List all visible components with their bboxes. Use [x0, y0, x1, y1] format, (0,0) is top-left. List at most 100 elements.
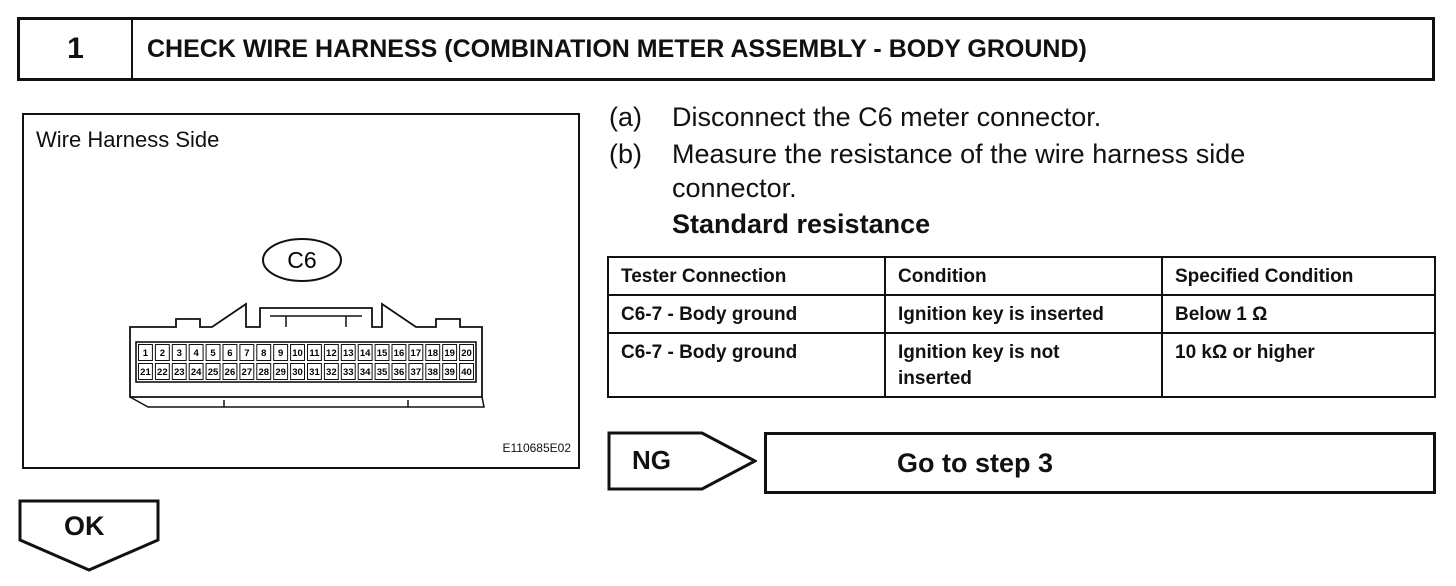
table-row: C6-7 - Body ground Ignition key is inser…: [607, 294, 1436, 334]
step-title: CHECK WIRE HARNESS (COMBINATION METER AS…: [147, 34, 1087, 63]
pin-cell: [307, 344, 322, 361]
figure-code: E110685E02: [502, 441, 571, 455]
figure-title: Wire Harness Side: [36, 127, 220, 152]
pin-number: 14: [360, 348, 371, 359]
standard-label: Standard resistance: [672, 209, 931, 239]
pin-number: 35: [377, 367, 388, 378]
pin-cell: [222, 344, 238, 361]
pin-cell: [222, 363, 238, 380]
pin-cell: [374, 363, 390, 380]
pin-number: 37: [411, 367, 422, 378]
pin-number: 30: [292, 367, 303, 378]
pin-number: 3: [177, 348, 182, 359]
pin-number: 25: [208, 367, 219, 378]
pin-number: 5: [210, 348, 216, 359]
pin-number: 33: [343, 367, 354, 378]
pin-number: 39: [444, 367, 455, 378]
pin-cell: [391, 344, 407, 361]
pin-cell: [459, 344, 475, 361]
pin-cell: [239, 363, 255, 380]
instruction-b-marker: (b): [609, 139, 642, 169]
pin-cell: [442, 344, 458, 361]
pin-number: 38: [427, 367, 438, 378]
table-cell: Ignition key is not inserted: [884, 332, 1163, 398]
table-cell: Below 1 Ω: [1161, 294, 1436, 334]
pin-cell: [290, 363, 306, 380]
step-number: 1: [20, 20, 133, 78]
instruction-a-marker: (a): [609, 102, 642, 132]
connector-label: C6: [287, 247, 316, 273]
pin-cell: [138, 363, 153, 380]
table-header: Tester Connection: [607, 256, 886, 296]
spec-table: Tester Connection Condition Specified Co…: [607, 256, 1436, 398]
pin-block: [135, 341, 477, 383]
table-cell: C6-7 - Body ground: [607, 332, 886, 398]
pin-cell: [425, 363, 441, 380]
pin-number: 32: [326, 367, 337, 378]
pin-cell: [273, 344, 289, 361]
pin-number: 15: [377, 348, 388, 359]
pin-cell: [188, 363, 204, 380]
pin-cell: [425, 344, 441, 361]
table-cell: C6-7 - Body ground: [607, 294, 886, 334]
pin-number: 10: [292, 348, 303, 359]
pin-number: 12: [326, 348, 337, 359]
pin-number: 28: [258, 367, 269, 378]
pin-cell: [154, 363, 170, 380]
pin-cell: [408, 363, 424, 380]
pin-cell: [171, 363, 187, 380]
pin-cell: [307, 363, 322, 380]
connector-latch: [270, 315, 362, 327]
pin-cell: [171, 344, 187, 361]
goto-step-box: Go to step 3: [764, 432, 1436, 494]
pin-number: 4: [194, 348, 200, 359]
pin-number: 31: [309, 367, 320, 378]
pin-cell: [340, 363, 356, 380]
pin-cell: [188, 344, 204, 361]
pin-number: 13: [343, 348, 354, 359]
goto-step-text: Go to step 3: [897, 447, 1054, 478]
pin-cell: [323, 363, 339, 380]
pin-cell: [138, 344, 153, 361]
pin-cell: [459, 363, 475, 380]
pin-cell: [205, 363, 221, 380]
instruction-b-text-line1: Measure the resistance of the wire harne…: [672, 139, 1246, 169]
ng-label: NG: [632, 445, 671, 475]
ok-label: OK: [64, 511, 105, 541]
pin-cell: [256, 363, 272, 380]
pin-cell: [408, 344, 424, 361]
pin-cell: [205, 344, 221, 361]
pin-number: 26: [225, 367, 236, 378]
pin-cell: [340, 344, 356, 361]
pin-cell: [239, 344, 255, 361]
pin-number: 29: [275, 367, 286, 378]
connector-label-oval: [262, 238, 342, 282]
pin-cell: [323, 344, 339, 361]
pin-cell: [290, 344, 306, 361]
pin-number: 1: [143, 348, 149, 359]
pin-number: 24: [191, 367, 202, 378]
table-row: C6-7 - Body ground Ignition key is not i…: [607, 332, 1436, 398]
step-header: 1 CHECK WIRE HARNESS (COMBINATION METER …: [17, 17, 1435, 81]
pin-cell: [154, 344, 170, 361]
connector-base: [129, 396, 485, 408]
pin-cell: [374, 344, 390, 361]
table-header: Specified Condition: [1161, 256, 1436, 296]
pin-number: 17: [411, 348, 422, 359]
pin-number: 16: [394, 348, 405, 359]
pin-number: 7: [244, 348, 249, 359]
table-cell: Ignition key is inserted: [884, 294, 1163, 334]
pin-number: 40: [461, 367, 472, 378]
table-cell: 10 kΩ or higher: [1161, 332, 1436, 398]
pin-number: 19: [444, 348, 455, 359]
pin-number: 9: [278, 348, 283, 359]
pin-number: 8: [261, 348, 266, 359]
pin-cell: [442, 363, 458, 380]
pin-cell: [391, 363, 407, 380]
pin-cell: [357, 344, 373, 361]
pin-number: 27: [242, 367, 253, 378]
instruction-a-text: Disconnect the C6 meter connector.: [672, 102, 1102, 132]
